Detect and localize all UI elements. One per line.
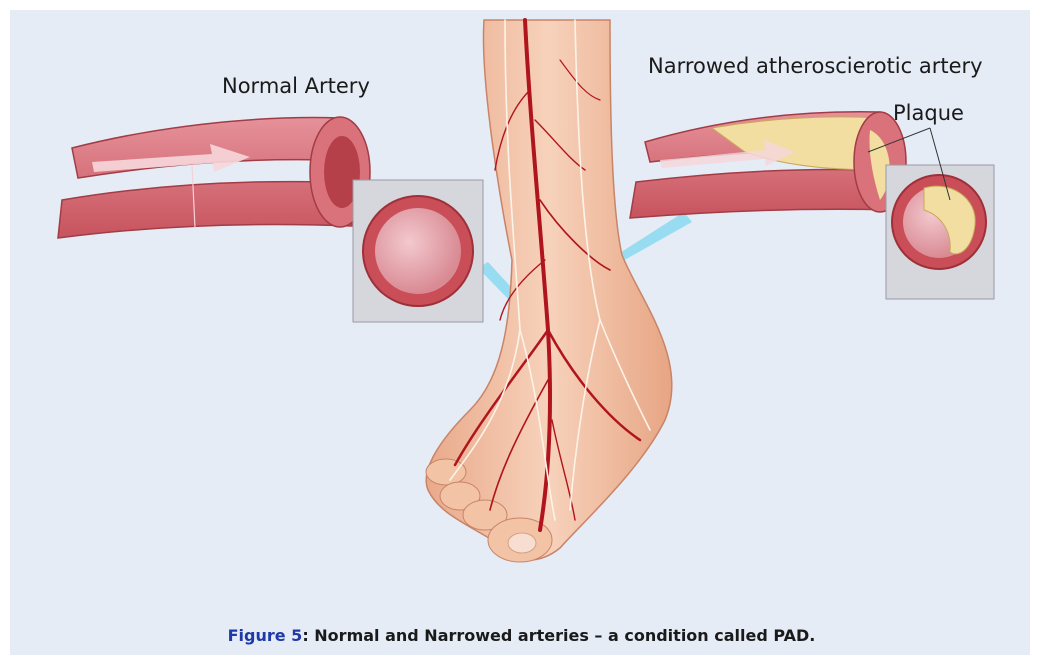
narrowed-artery-illustration (630, 112, 906, 218)
plaque-label: Plaque (893, 101, 964, 125)
caption-text: Normal and Narrowed arteries – a conditi… (309, 626, 810, 645)
narrowed-cross-section (886, 165, 994, 299)
normal-artery-label: Normal Artery (222, 74, 370, 98)
figure-caption: Figure 5: Normal and Narrowed arteries –… (0, 626, 1043, 645)
normal-artery-illustration (58, 117, 370, 238)
figure-number: Figure 5 (228, 626, 303, 645)
caption-end: . (809, 626, 815, 645)
normal-cross-section (353, 180, 483, 322)
narrowed-artery-label: Narrowed atheroscierotic artery (648, 54, 983, 78)
